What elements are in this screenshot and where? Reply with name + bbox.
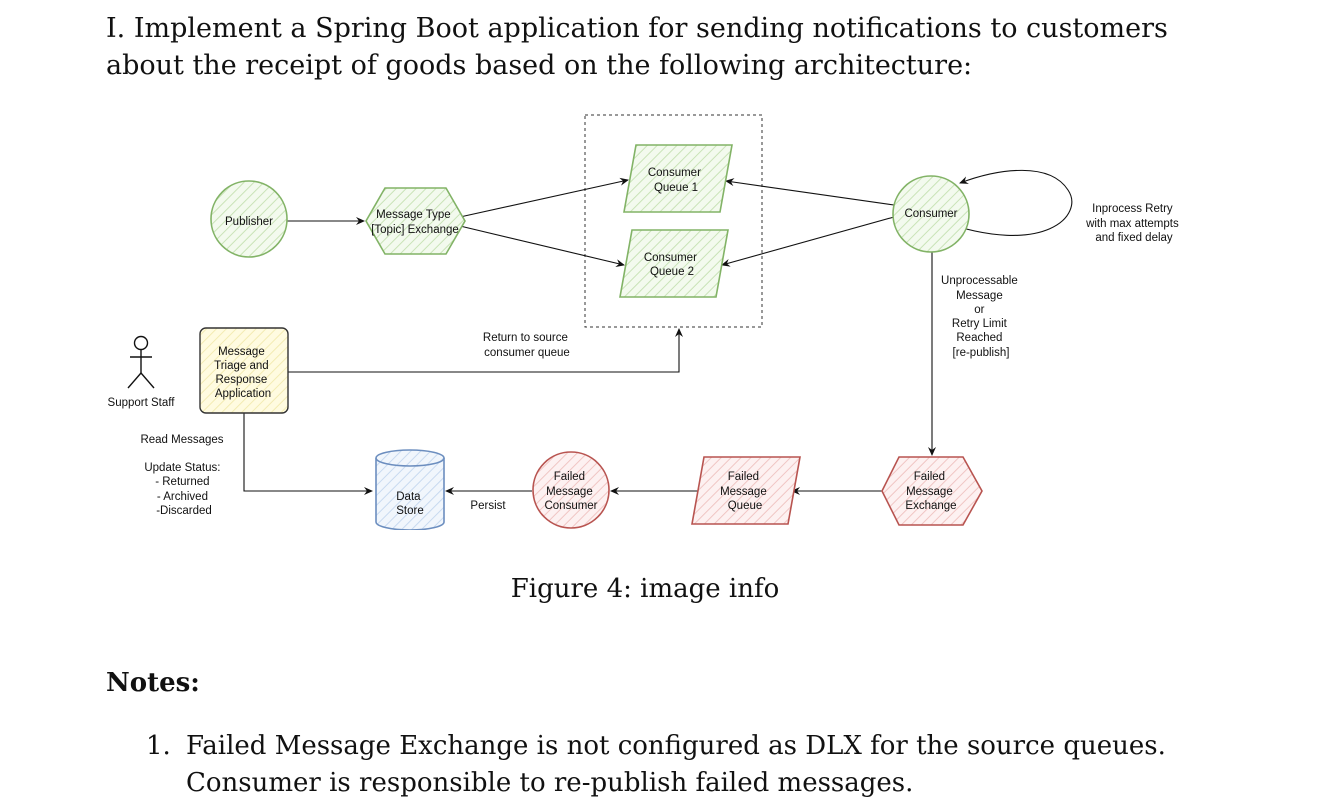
- edge-exchange-queue1: [459, 177, 629, 218]
- retry-note: Inprocess Retry with max attempts and fi…: [1085, 203, 1182, 244]
- edges: [243, 169, 1073, 495]
- triage-app-label: Message Triage and Response Application: [214, 346, 272, 400]
- update-status-label: Update Status: - Returned - Archived -Di…: [144, 462, 223, 517]
- edge-triage-datastore: [243, 413, 373, 495]
- publisher-label: Publisher: [225, 216, 273, 228]
- consumer-queue-2-label: Consumer Queue 2: [644, 252, 700, 278]
- architecture-diagram: Publisher Message Type [Topic] Exchange …: [108, 114, 1182, 530]
- figure-caption: Figure 4: image info: [510, 574, 780, 604]
- note-item: 1. Failed Message Exchange is not config…: [146, 728, 1296, 802]
- failed-queue-node: [691, 456, 801, 525]
- persist-label: Persist: [470, 500, 506, 512]
- support-staff-icon: [127, 335, 155, 389]
- consumer-label: Consumer: [904, 208, 957, 220]
- unprocessable-note: Unprocessable Message or Retry Limit Rea…: [941, 275, 1021, 359]
- topic-exchange-label: Message Type [Topic] Exchange: [371, 209, 459, 236]
- queue-group-box: [584, 114, 763, 328]
- support-staff-label: Support Staff: [108, 397, 176, 409]
- triage-app-node: [199, 327, 289, 414]
- topic-exchange-node: [365, 187, 466, 255]
- data-store-label: Data Store: [396, 491, 424, 517]
- consumer-queue-1-node: [623, 144, 733, 213]
- note-number: 1.: [146, 731, 171, 761]
- edge-exchange-queue2: [459, 225, 625, 268]
- failed-consumer-label: Failed Message Consumer: [544, 471, 597, 512]
- edge-consumer-queue2: [721, 216, 895, 267]
- edge-consumer-queue1: [725, 178, 895, 206]
- consumer-queue-2-node: [619, 229, 729, 298]
- note-text: Failed Message Exchange is not configure…: [186, 731, 1166, 798]
- read-messages-label: Read Messages: [140, 434, 223, 446]
- publisher-node: [210, 180, 288, 258]
- notes-title: Notes:: [106, 668, 200, 698]
- failed-consumer-node: [532, 451, 610, 529]
- failed-exchange-label: Failed Message Exchange: [905, 471, 956, 512]
- data-store-node: [375, 449, 445, 530]
- edge-retry-loop: [939, 169, 1073, 236]
- return-note: Return to source consumer queue: [483, 332, 571, 359]
- edge-triage-return: [288, 328, 683, 373]
- consumer-queue-1-label: Consumer Queue 1: [648, 167, 704, 194]
- consumer-node: [892, 175, 970, 253]
- section-heading: I. Implement a Spring Boot application f…: [106, 13, 1168, 81]
- failed-queue-label: Failed Message Queue: [720, 471, 770, 512]
- failed-exchange-node: [881, 456, 983, 526]
